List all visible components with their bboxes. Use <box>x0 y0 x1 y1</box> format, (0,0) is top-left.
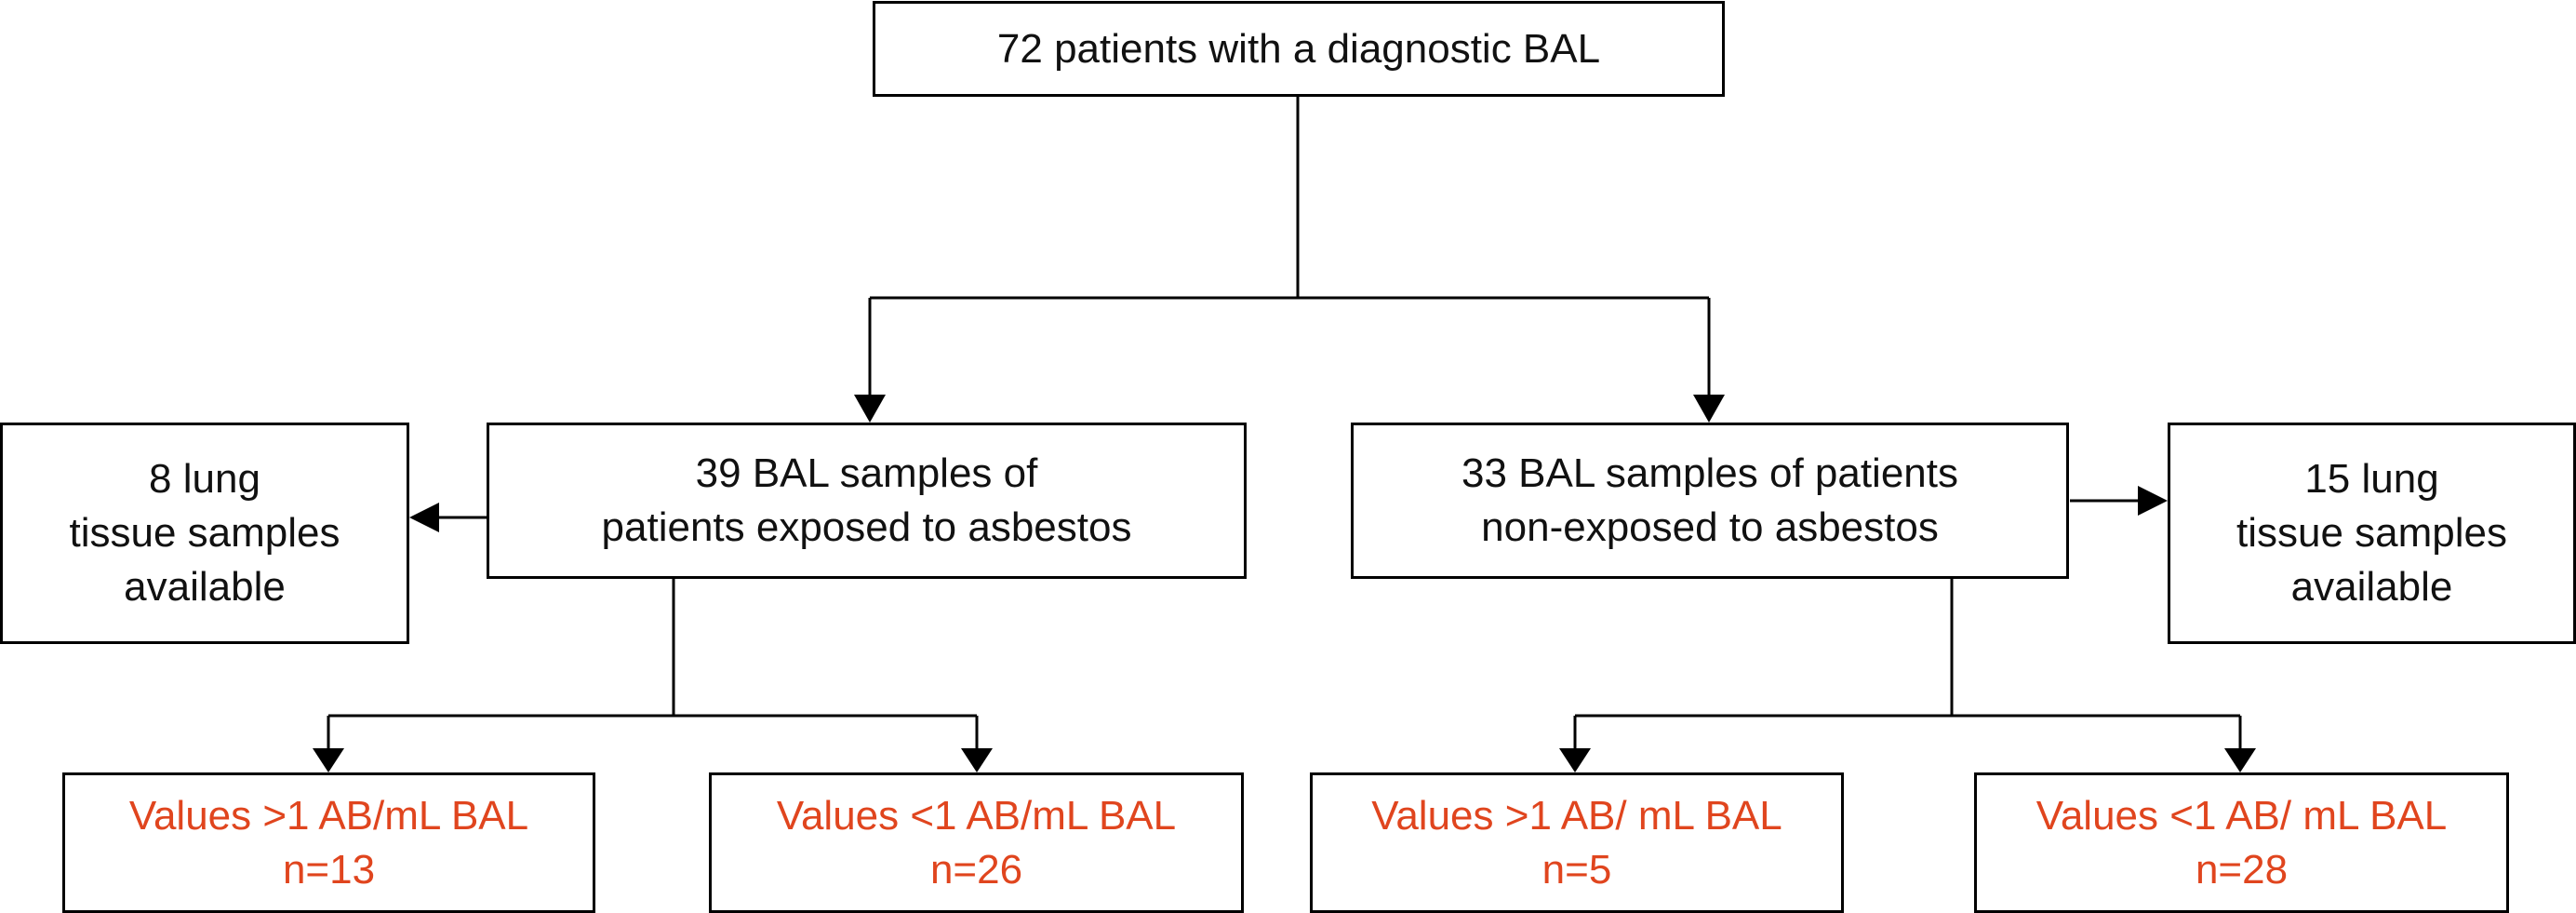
exposed-line-2: patients exposed to asbestos <box>601 504 1132 550</box>
exposed-low-line-1: Values <1 AB/mL BAL <box>776 792 1177 839</box>
non-exposed-low-line-2: n=28 <box>2195 846 2289 893</box>
arrowhead-exposed <box>854 395 886 423</box>
exposed-low-box: Values <1 AB/mL BAL n=26 <box>709 772 1244 913</box>
exposed-tissue-box: 8 lung tissue samples available <box>0 423 409 644</box>
exposed-tissue-line-2: tissue samples <box>69 510 340 556</box>
root-label: 72 patients with a diagnostic BAL <box>996 25 1601 72</box>
arrowhead-non-exposed <box>1693 395 1725 423</box>
non-exposed-low-box: Values <1 AB/ mL BAL n=28 <box>1974 772 2509 913</box>
arrowhead-exposed-tissue <box>409 503 439 532</box>
arrowhead-non-exposed-low <box>2224 748 2256 772</box>
non-exposed-tissue-line-1: 15 lung <box>2304 456 2439 502</box>
non-exposed-high-box: Values >1 AB/ mL BAL n=5 <box>1310 772 1844 913</box>
arrowhead-non-exposed-tissue <box>2138 486 2168 516</box>
non-exposed-low-line-1: Values <1 AB/ mL BAL <box>2035 792 2448 839</box>
exposed-box: 39 BAL samples of patients exposed to as… <box>487 423 1247 579</box>
exposed-line-1: 39 BAL samples of <box>695 450 1038 496</box>
non-exposed-high-line-1: Values >1 AB/ mL BAL <box>1371 792 1782 839</box>
non-exposed-line-1: 33 BAL samples of patients <box>1461 450 1958 496</box>
arrowhead-exposed-high <box>313 748 344 772</box>
exposed-high-line-2: n=13 <box>282 846 376 893</box>
non-exposed-box: 33 BAL samples of patients non-exposed t… <box>1351 423 2069 579</box>
exposed-high-box: Values >1 AB/mL BAL n=13 <box>62 772 595 913</box>
exposed-tissue-line-1: 8 lung <box>149 456 260 502</box>
exposed-tissue-line-3: available <box>124 564 286 610</box>
non-exposed-high-line-2: n=5 <box>1542 846 1612 893</box>
exposed-high-line-1: Values >1 AB/mL BAL <box>128 792 529 839</box>
non-exposed-tissue-line-3: available <box>2290 564 2453 610</box>
root-box: 72 patients with a diagnostic BAL <box>873 1 1725 97</box>
arrowhead-exposed-low <box>961 748 993 772</box>
non-exposed-line-2: non-exposed to asbestos <box>1481 504 1939 550</box>
arrowhead-non-exposed-high <box>1559 748 1591 772</box>
non-exposed-tissue-box: 15 lung tissue samples available <box>2168 423 2576 644</box>
non-exposed-tissue-line-2: tissue samples <box>2236 510 2507 556</box>
exposed-low-line-2: n=26 <box>929 846 1023 893</box>
